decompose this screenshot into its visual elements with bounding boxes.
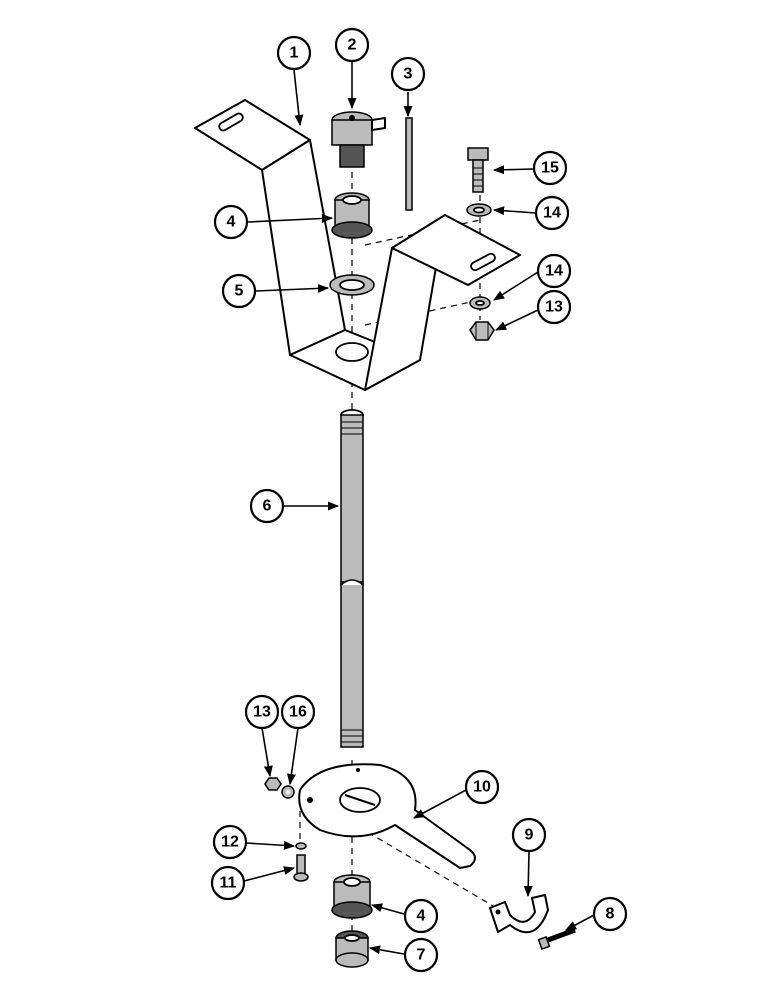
callout-12-label: 12: [221, 834, 239, 851]
callout-9-label: 9: [525, 827, 534, 844]
washer-part-16: [281, 785, 295, 799]
callout-1: 1: [276, 35, 312, 71]
washer-part-5: [329, 274, 375, 296]
callout-13-upper: 13: [536, 289, 572, 325]
callout-3: 3: [390, 56, 426, 92]
callout-14-lower-label: 14: [545, 263, 563, 280]
callout-14-lower: 14: [536, 253, 572, 289]
washer-part-14-upper: [466, 203, 492, 217]
callout-4-upper-label: 4: [227, 214, 236, 231]
callout-1-label: 1: [290, 45, 299, 62]
callout-2: 2: [334, 27, 370, 63]
lever-plate-part-10: [298, 763, 476, 869]
callout-6: 6: [249, 488, 285, 524]
screw-part-11: [293, 854, 309, 882]
bushing-part-4-upper: [331, 192, 373, 239]
callout-8-label: 8: [606, 906, 615, 923]
mounting-bracket: [194, 99, 521, 391]
callout-11: 11: [210, 865, 246, 901]
callout-4-upper: 4: [213, 204, 249, 240]
callout-13-lower: 13: [244, 694, 280, 730]
callout-5-label: 5: [235, 283, 244, 300]
callout-13-lower-label: 13: [253, 704, 271, 721]
callout-16-label: 16: [289, 704, 307, 721]
callout-7-label: 7: [417, 947, 426, 964]
screw-part-8: [537, 927, 576, 951]
callout-13-upper-label: 13: [545, 299, 563, 316]
fitting-part-7: [335, 930, 369, 968]
callout-16: 16: [280, 694, 316, 730]
bushing-part-4-lower: [331, 874, 373, 919]
callout-2-label: 2: [348, 37, 357, 54]
callout-4-lower-label: 4: [417, 908, 426, 925]
callout-10-label: 10: [473, 779, 491, 796]
callout-3-label: 3: [404, 66, 413, 83]
callout-6-label: 6: [263, 498, 272, 515]
nut-part-13-lower: [264, 777, 282, 791]
callout-4-lower: 4: [403, 898, 439, 934]
grease-fitting-part-2: [331, 111, 386, 168]
callout-leaders: [243, 62, 595, 955]
callout-5: 5: [221, 273, 257, 309]
clamp-part-9: [489, 894, 549, 934]
callout-8: 8: [592, 896, 628, 932]
callout-14-upper-label: 14: [543, 205, 561, 222]
callout-10: 10: [464, 769, 500, 805]
callout-9: 9: [511, 817, 547, 853]
callout-7: 7: [403, 937, 439, 973]
bolt-part-15: [467, 147, 489, 193]
shaft-part-6: [340, 409, 364, 748]
callout-15: 15: [532, 150, 568, 186]
callout-15-label: 15: [541, 160, 559, 177]
rod-part-3: [405, 117, 413, 211]
nut-part-13-upper: [469, 321, 495, 341]
callout-14-upper: 14: [534, 195, 570, 231]
callout-12: 12: [212, 824, 248, 860]
washer-part-14-lower: [469, 296, 491, 310]
washer-part-12: [295, 842, 307, 850]
callout-11-label: 11: [220, 875, 237, 892]
